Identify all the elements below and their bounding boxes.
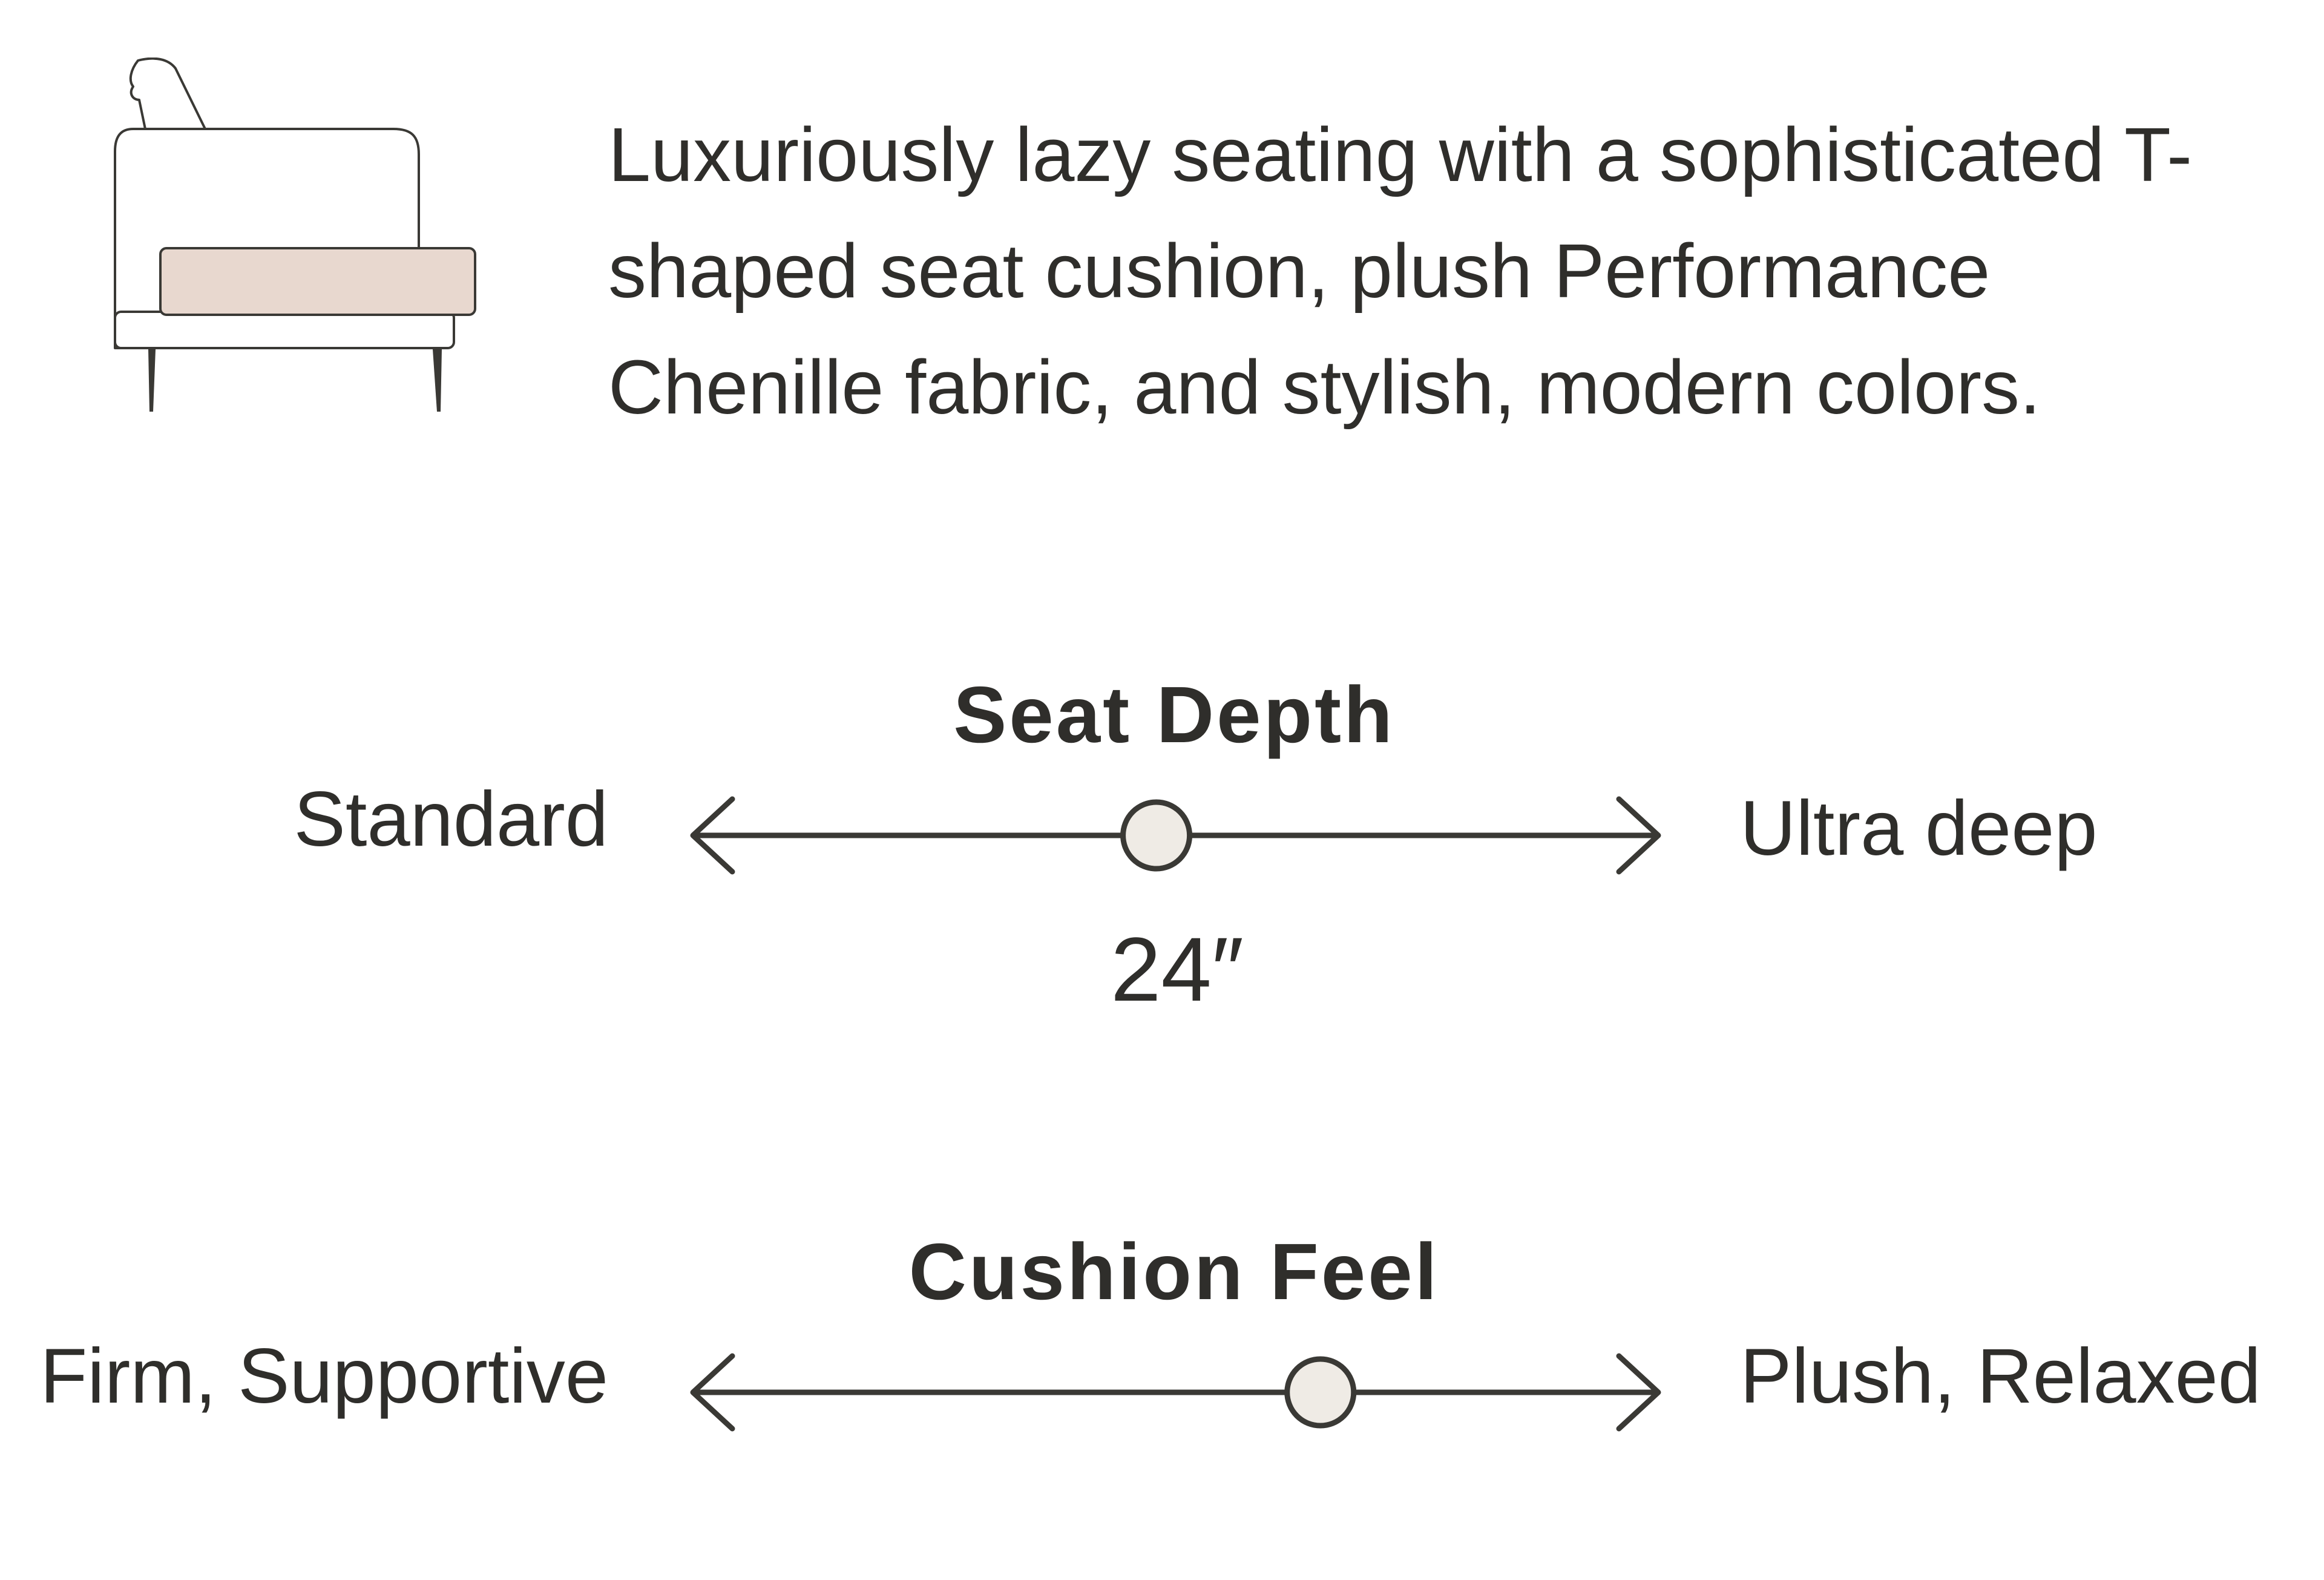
seat-depth-max-label: Ultra deep xyxy=(1740,785,2098,872)
cushion-feel-scale xyxy=(690,1353,1661,1432)
sofa-side-profile-icon xyxy=(114,58,476,412)
cushion-feel-max-label: Plush, Relaxed xyxy=(1740,1333,2261,1420)
seat-depth-indicator xyxy=(1120,799,1193,872)
seat-depth-value: 24″ xyxy=(1111,918,1244,1020)
cushion-feel-left-arrow-icon xyxy=(690,1353,735,1432)
seat-depth-section: Seat Depth Standard Ultra deep 24″ xyxy=(0,660,2324,1023)
seat-depth-scale xyxy=(690,796,1661,875)
cushion-feel-indicator xyxy=(1284,1356,1357,1429)
seat-cushion-highlight xyxy=(159,247,476,316)
cushion-feel-min-label: Firm, Supportive xyxy=(40,1333,608,1420)
cushion-feel-title: Cushion Feel xyxy=(908,1227,1440,1316)
seat-depth-right-arrow-icon xyxy=(1616,796,1661,875)
seat-depth-min-label: Standard xyxy=(294,776,609,863)
seat-depth-title: Seat Depth xyxy=(953,670,1395,759)
cushion-feel-right-arrow-icon xyxy=(1616,1353,1661,1432)
product-description: Luxuriously lazy seating with a sophisti… xyxy=(608,112,2193,430)
seat-depth-left-arrow-icon xyxy=(690,796,735,875)
cushion-feel-section: Cushion Feel Firm, Supportive Plush, Rel… xyxy=(0,1217,2324,1580)
